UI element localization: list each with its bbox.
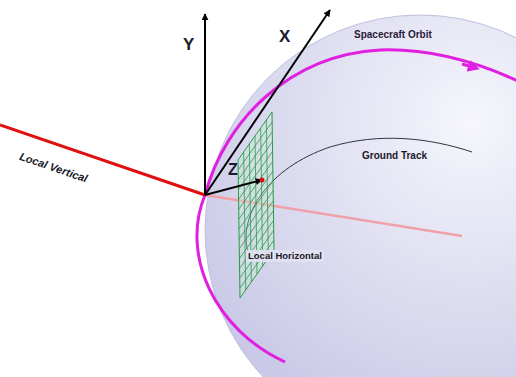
grid-line xyxy=(239,151,273,199)
earth-sphere xyxy=(205,15,516,377)
plane-grid xyxy=(238,120,274,290)
ground-track-label: Ground Track xyxy=(362,150,427,161)
orbit-label: Spacecraft Orbit xyxy=(354,29,432,40)
grid-line xyxy=(239,181,273,229)
orbit-arrowhead xyxy=(462,64,474,68)
axis-label: X xyxy=(279,28,290,47)
local-vertical-line xyxy=(0,125,205,195)
grid-line xyxy=(239,191,273,239)
vertical-label: Local Vertical xyxy=(18,150,89,185)
grid-line xyxy=(240,240,274,288)
horizontal-label: Local Horizontal xyxy=(246,250,324,262)
nadir-point xyxy=(260,178,265,183)
grid-line xyxy=(239,171,273,219)
axis-label: Y xyxy=(183,36,194,55)
x-axis xyxy=(205,10,330,195)
ground-track-line xyxy=(246,138,472,252)
z-axis xyxy=(205,180,262,195)
grid-line xyxy=(239,201,273,249)
axis-label: Z xyxy=(228,161,238,179)
grid-line xyxy=(238,122,272,170)
y-axis xyxy=(204,14,206,195)
orbit-path xyxy=(197,50,516,362)
